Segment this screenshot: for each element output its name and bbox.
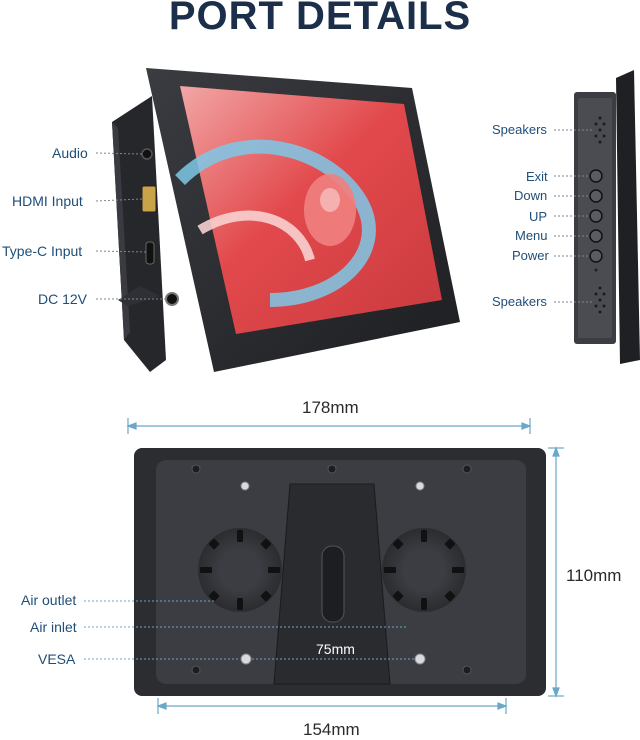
label-dc-12v: DC 12V xyxy=(38,291,88,307)
label-hdmi-input: HDMI Input xyxy=(12,193,83,209)
up-button-shape xyxy=(589,209,603,223)
inner-width-dimension-line xyxy=(156,698,508,714)
label-air-inlet: Air inlet xyxy=(30,619,77,635)
label-vesa-spacing: 75mm xyxy=(316,641,355,657)
label-vesa: VESA xyxy=(38,651,76,667)
menu-button-shape xyxy=(589,229,603,243)
page-title: PORT DETAILS xyxy=(168,0,472,38)
label-air-outlet: Air outlet xyxy=(21,592,77,608)
label-power: Power xyxy=(512,248,549,263)
label-exit: Exit xyxy=(526,169,548,184)
down-button-shape xyxy=(589,189,603,203)
monitor-back-view xyxy=(134,448,546,696)
monitor-side-view xyxy=(112,68,460,372)
width-dimension-line xyxy=(126,418,532,434)
label-up: UP xyxy=(529,209,548,224)
height-dimension-line xyxy=(548,446,564,698)
exit-button-shape xyxy=(589,169,603,183)
audio-port xyxy=(141,148,153,160)
monitor-profile-view xyxy=(574,70,640,364)
dimension-inner-width: 154mm xyxy=(303,720,360,739)
label-speakers-bottom: Speakers xyxy=(492,294,547,309)
dimension-width: 178mm xyxy=(302,398,359,417)
port-leader-lines xyxy=(95,152,166,300)
label-menu: Menu xyxy=(515,228,548,243)
label-audio: Audio xyxy=(52,145,88,161)
dimension-height: 110mm xyxy=(566,566,622,585)
label-type-c-input: Type-C Input xyxy=(2,243,83,259)
dc-port xyxy=(165,292,179,306)
back-leader-lines xyxy=(84,600,414,660)
label-speakers-top: Speakers xyxy=(492,122,547,137)
button-leader-lines xyxy=(554,129,592,303)
label-down: Down xyxy=(514,188,548,203)
hdmi-port xyxy=(141,185,157,213)
usb-c-port xyxy=(145,241,155,265)
power-button-shape xyxy=(589,249,603,263)
